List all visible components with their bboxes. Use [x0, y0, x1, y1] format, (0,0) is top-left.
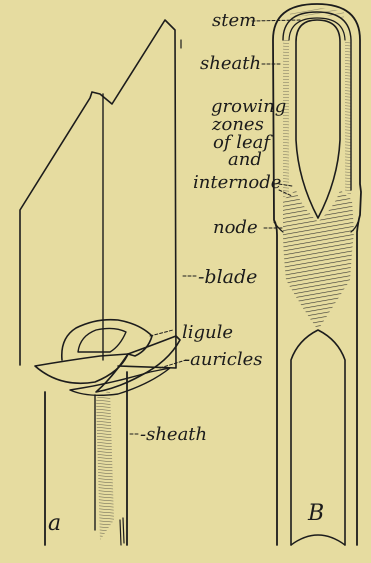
label-ligule: ligule [182, 322, 233, 343]
label-growing-5: internode [193, 172, 281, 193]
auricle-lower [70, 368, 170, 395]
panel-a-drawing [20, 20, 196, 545]
ligule-leader [150, 330, 173, 336]
blade-outline [20, 20, 176, 368]
sheath-mark-2 [123, 518, 124, 543]
label-auricles: -auricles [184, 349, 263, 370]
stem-leader [252, 20, 300, 21]
label-stem: stem [212, 10, 256, 31]
node-tissue-hatch [283, 190, 354, 330]
side-hatch-left [283, 40, 289, 198]
label-sheath-a: -sheath [140, 424, 207, 445]
upper-hollow [296, 20, 340, 218]
label-node: node [213, 217, 258, 238]
panel-b-letter: B [307, 501, 324, 526]
labels: -blade ligule -auricles -sheath a stem s… [48, 10, 324, 536]
ligule-shape [62, 320, 152, 360]
sheath-mark-1 [120, 520, 121, 545]
label-blade: -blade [198, 266, 257, 288]
lower-hollow-base [291, 535, 345, 545]
sheath-shadow [96, 390, 114, 540]
panel-b-drawing [252, 4, 361, 545]
auricle-left [35, 354, 128, 383]
side-hatch-right [345, 40, 351, 195]
ligule-inner [78, 328, 126, 352]
label-sheath-b: sheath [200, 53, 261, 74]
panel-a-letter: a [48, 511, 61, 536]
stem-cap-hatch [290, 8, 344, 18]
label-growing-4: and [228, 149, 262, 170]
auricle-right [96, 336, 180, 392]
node-notch-left [274, 222, 283, 232]
